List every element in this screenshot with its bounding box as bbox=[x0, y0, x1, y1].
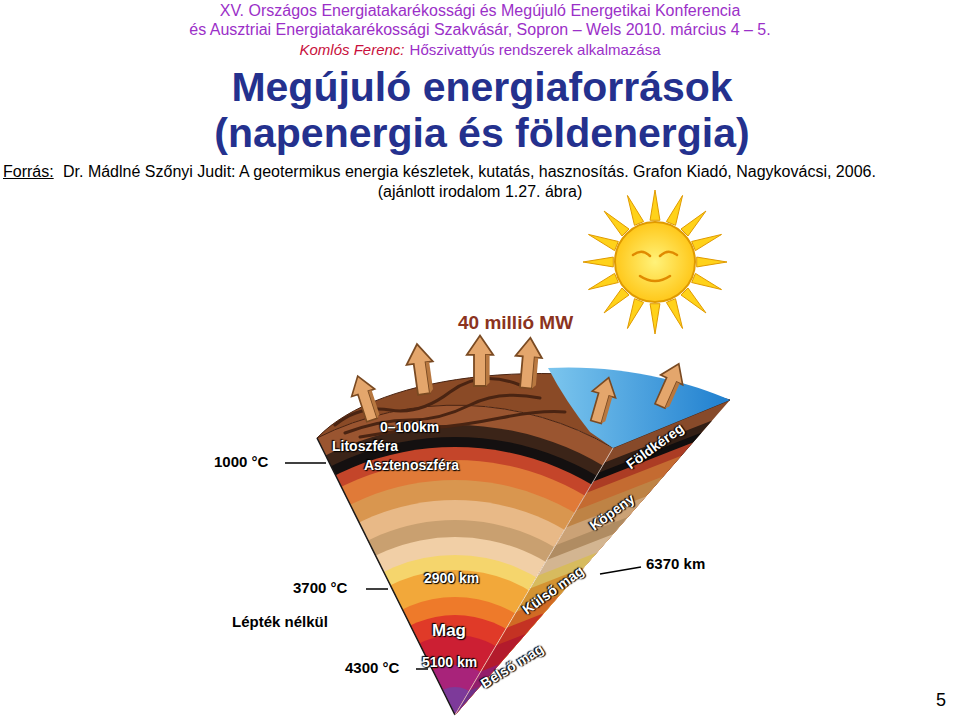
heat-arrow bbox=[584, 374, 620, 425]
heat-arrow bbox=[404, 342, 437, 396]
sun-ray bbox=[692, 234, 722, 250]
sun-symbol bbox=[583, 190, 727, 334]
author-line: Komlós Ferenc: Hőszivattyús rendszerek al… bbox=[0, 41, 960, 58]
layer-band bbox=[455, 400, 730, 715]
layer-band bbox=[455, 456, 681, 715]
author-name: Komlós Ferenc: bbox=[300, 41, 405, 58]
sun-ray bbox=[604, 211, 629, 236]
scale-note: Lépték nélkül bbox=[232, 613, 328, 630]
sun-ray bbox=[697, 257, 727, 267]
sun-ray bbox=[681, 288, 706, 313]
layer-band bbox=[455, 443, 693, 716]
source-text: Dr. Mádlné Szőnyi Judit: A geotermikus e… bbox=[63, 163, 876, 181]
leader-line bbox=[600, 567, 641, 574]
radius-label: 6370 km bbox=[646, 555, 705, 572]
temperature-label: 3700 °C bbox=[293, 579, 347, 596]
leader-line bbox=[366, 588, 388, 590]
wedge-edges bbox=[317, 438, 613, 715]
depth-label: 0–100km bbox=[380, 419, 439, 435]
source-label: Forrás: bbox=[3, 163, 54, 181]
sun-ray bbox=[604, 288, 629, 313]
depth-label: 5100 km bbox=[422, 654, 477, 670]
heat-arrow bbox=[467, 336, 493, 386]
layer-band bbox=[200, 460, 710, 724]
layer-band bbox=[455, 534, 613, 715]
sun-face bbox=[633, 252, 677, 281]
temperature-label: 4300 °C bbox=[345, 659, 399, 676]
depth-label: 2900 km bbox=[424, 570, 479, 586]
face-shade bbox=[455, 400, 730, 715]
conference-header: és Ausztriai Energiatakarékossági Szakvá… bbox=[0, 21, 960, 39]
talk-title: Hőszivattyús rendszerek alkalmazása bbox=[410, 41, 661, 58]
leader-lines bbox=[285, 463, 641, 669]
layer-band bbox=[427, 687, 483, 724]
layer-name: Asztenoszféra bbox=[364, 457, 459, 473]
sun-ray bbox=[650, 190, 660, 220]
sun-ray bbox=[681, 211, 706, 236]
sun-ray bbox=[666, 195, 682, 225]
sun-rays bbox=[583, 190, 727, 334]
heat-arrow bbox=[649, 359, 690, 411]
layer-band bbox=[455, 476, 664, 715]
sun-ray bbox=[583, 257, 613, 267]
sun-ray bbox=[692, 273, 722, 289]
sun-disc bbox=[615, 222, 695, 302]
sun-ray bbox=[588, 234, 618, 250]
slide-title: Megújuló energiaforrások (napenergia és … bbox=[172, 64, 792, 156]
sun-ray bbox=[650, 304, 660, 334]
conference-header: XV. Országos Energiatakarékossági és Meg… bbox=[0, 2, 960, 20]
layer-band bbox=[455, 687, 480, 715]
page-number: 5 bbox=[936, 690, 946, 711]
source-text: (ajánlott irodalom 1.27. ábra) bbox=[0, 183, 960, 201]
sun-ray bbox=[588, 273, 618, 289]
energy-flux-label: 40 millió MW bbox=[458, 312, 573, 334]
sun-ray bbox=[627, 195, 643, 225]
layer-name: Mag bbox=[432, 621, 466, 641]
layer-name: Litoszféra bbox=[332, 438, 398, 454]
layer-band bbox=[455, 496, 646, 715]
sun-ray bbox=[666, 299, 682, 329]
temperature-label: 1000 °C bbox=[214, 453, 268, 470]
heat-arrow bbox=[513, 337, 544, 390]
earth-right-face bbox=[455, 400, 730, 715]
layer-band bbox=[277, 537, 633, 724]
layer-band bbox=[455, 517, 628, 715]
ocean-surface bbox=[548, 367, 730, 448]
heat-arrows bbox=[346, 336, 690, 426]
leader-line bbox=[285, 462, 326, 464]
heat-arrow bbox=[346, 372, 383, 423]
sun-ray bbox=[627, 299, 643, 329]
